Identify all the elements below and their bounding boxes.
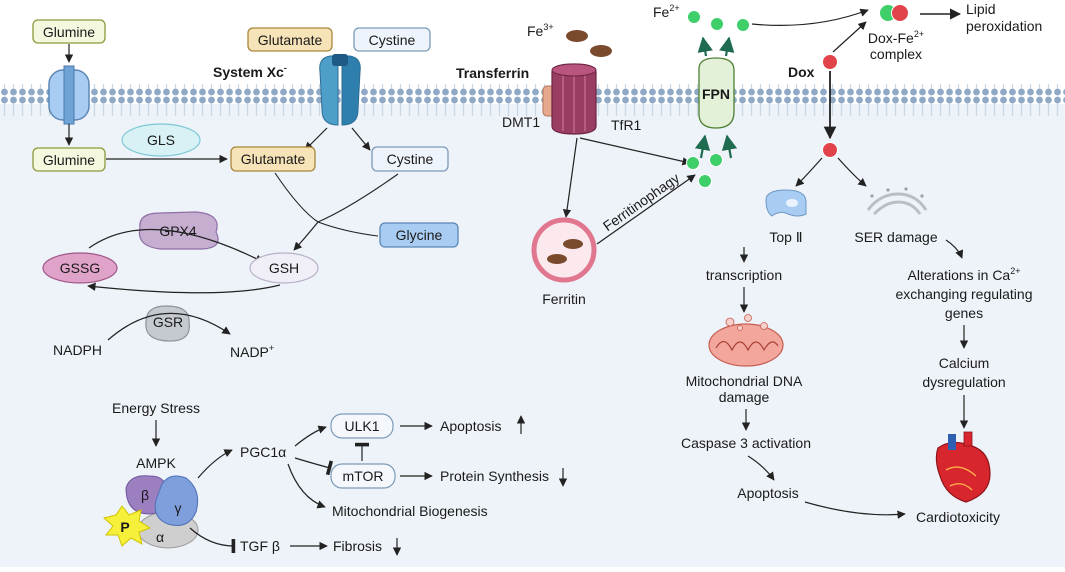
system-xc-transporter: [319, 54, 361, 126]
tgfb-label: TGF β: [240, 538, 280, 554]
ampk-complex: P β γ α: [102, 475, 199, 549]
fe2-ion: [736, 18, 750, 32]
calcium-line2: dysregulation: [922, 374, 1005, 390]
fe3-label: Fe3+: [527, 22, 554, 39]
glutamate-in-box: Glutamate: [230, 146, 316, 172]
ferritin-label: Ferritin: [542, 291, 586, 307]
gsh-label: GSH: [269, 260, 299, 276]
gsr-label: GSR: [153, 314, 183, 330]
gpx4-enzyme: GPX4: [138, 211, 219, 250]
apoptosis-left-label: Apoptosis: [440, 418, 501, 434]
cystine-in-box: Cystine: [371, 146, 449, 172]
gssg-node: GSSG: [42, 252, 118, 284]
glutamate-in-label: Glutamate: [241, 151, 306, 167]
dox-molecule: [822, 54, 838, 70]
fe2-ion: [686, 156, 700, 170]
lipid-line2: peroxidation: [966, 18, 1042, 34]
dox-label: Dox: [788, 64, 815, 80]
system-xc-label: System Xc-: [213, 63, 287, 80]
fpn-label: FPN: [702, 86, 730, 102]
fe2-ion: [698, 174, 712, 188]
ca-line3: genes: [945, 305, 983, 321]
top2-label: Top Ⅱ: [769, 229, 802, 245]
nadp-label: NADP+: [230, 343, 274, 360]
ser-damage-label: SER damage: [854, 229, 937, 245]
fe3-ion: [566, 30, 588, 42]
alpha-label: α: [156, 529, 164, 545]
dox-molecule: [822, 142, 838, 158]
mtor-box: mTOR: [330, 463, 396, 489]
pgc1a-label: PGC1α: [240, 444, 286, 460]
ferritin-shell: [531, 217, 597, 283]
glutamine-transporter: [48, 65, 90, 125]
topoisomerase-icon: [765, 189, 807, 217]
nadph-label: NADPH: [53, 342, 102, 358]
gpx4-label: GPX4: [159, 223, 197, 239]
er-icon: [866, 187, 928, 216]
tfr1-label: TfR1: [611, 117, 642, 133]
lipid-line1: Lipid: [966, 1, 996, 17]
glutamate-out-box: Glutamate: [247, 27, 333, 52]
gls-enzyme: GLS: [121, 123, 201, 157]
fe3-ion: [590, 45, 612, 57]
energy-stress-label: Energy Stress: [112, 400, 200, 416]
phospho-label: P: [120, 519, 129, 535]
mito-line2: damage: [719, 389, 770, 405]
cell-membrane: [0, 84, 1065, 116]
fe2-ion: [687, 10, 701, 24]
ulk1-label: ULK1: [344, 418, 379, 434]
caspase-label: Caspase 3 activation: [681, 435, 811, 451]
fe2-ion: [709, 153, 723, 167]
gsh-node: GSH: [249, 252, 319, 284]
gssg-label: GSSG: [60, 260, 100, 276]
ampk-label: AMPK: [136, 455, 176, 471]
transcription-label: transcription: [706, 267, 782, 283]
glycine-box: Glycine: [379, 222, 459, 248]
cystine-in-label: Cystine: [387, 151, 434, 167]
gls-label: GLS: [147, 132, 175, 148]
dox-fe-complex-line2: complex: [870, 46, 922, 62]
mitochondrion-icon: [708, 314, 784, 367]
dox-fe-complex: [879, 4, 909, 22]
cystine-out-box: Cystine: [353, 27, 431, 52]
fe2-label: Fe2+: [653, 3, 680, 20]
mito-biogenesis-label: Mitochondrial Biogenesis: [332, 503, 488, 519]
mtor-label: mTOR: [343, 468, 384, 484]
beta-label: β: [141, 487, 149, 503]
gsr-enzyme: GSR: [145, 305, 190, 342]
dox-fe-complex-line1: Dox-Fe2+: [868, 29, 924, 46]
fpn-channel: FPN: [698, 57, 735, 129]
ca-line1: Alterations in Ca2+: [908, 266, 1021, 283]
gamma-label: γ: [175, 500, 182, 516]
cardiotoxicity-label: Cardiotoxicity: [916, 509, 1000, 525]
glutamate-out-label: Glutamate: [258, 32, 323, 48]
protein-synthesis-label: Protein Synthesis: [440, 468, 549, 484]
dmt1-label: DMT1: [502, 114, 540, 130]
glycine-label: Glycine: [396, 227, 443, 243]
transferrin-label: Transferrin: [456, 65, 529, 81]
glumine-in-label: Glumine: [43, 152, 95, 168]
glumine-out-box: Glumine: [32, 19, 106, 44]
ca-line2: exchanging regulating: [896, 286, 1033, 302]
glumine-in-box: Glumine: [32, 147, 106, 172]
glumine-out-label: Glumine: [43, 24, 95, 40]
cystine-out-label: Cystine: [369, 32, 416, 48]
mito-line1: Mitochondrial DNA: [686, 373, 803, 389]
transferrin-receptor: [542, 63, 597, 135]
calcium-line1: Calcium: [939, 355, 990, 371]
fibrosis-label: Fibrosis: [333, 538, 382, 554]
apoptosis-right-label: Apoptosis: [737, 485, 798, 501]
heart-icon: [935, 431, 991, 503]
fe2-ion: [710, 17, 724, 31]
ulk1-box: ULK1: [330, 413, 394, 439]
